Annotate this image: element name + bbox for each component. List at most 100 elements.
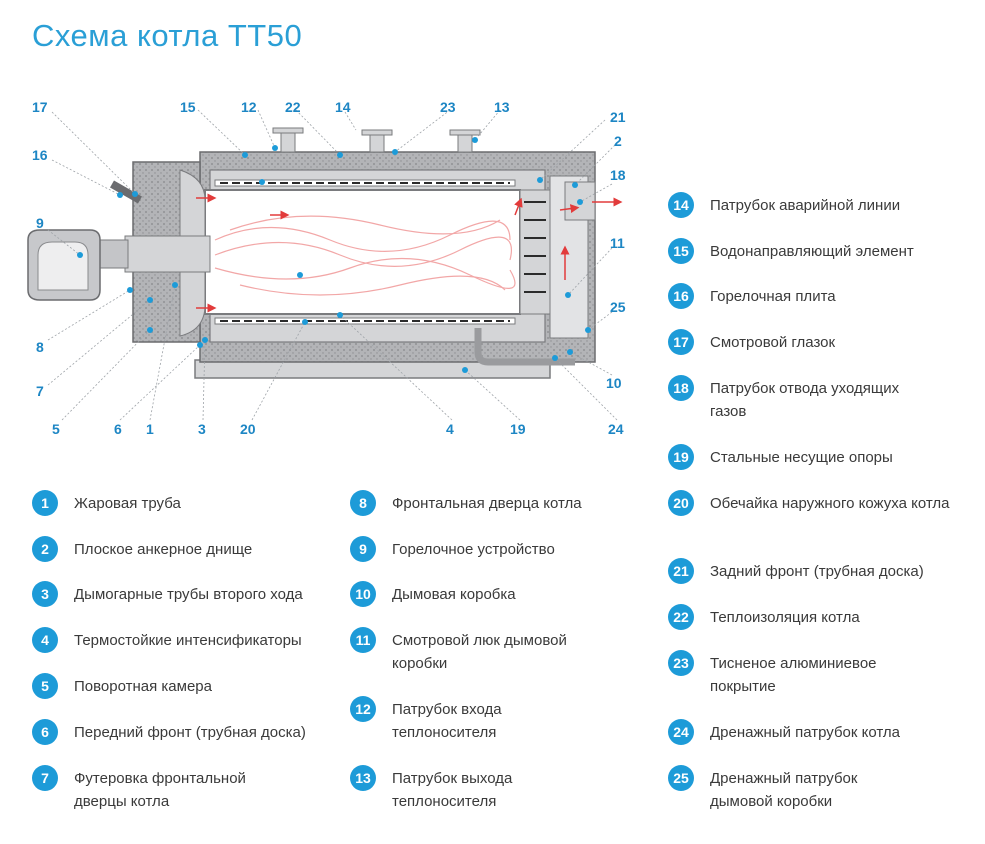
legend-badge: 2 <box>32 536 58 562</box>
legend-label: Тисненое алюминиевое покрытие <box>710 655 877 695</box>
callout-10: 10 <box>606 375 622 391</box>
callout-numbers: 17 15 12 22 14 23 13 21 2 16 18 9 11 25 … <box>32 99 626 437</box>
callout-21: 21 <box>610 109 626 125</box>
legend-label: Патрубок аварийной линии <box>710 197 901 214</box>
legend-item: 19 Стальные несущие опоры <box>668 444 980 470</box>
legend-label: Дымогарные трубы второго хода <box>74 586 303 603</box>
legend-item: 4 Термостойкие интенсификаторы <box>32 627 344 653</box>
legend-badge: 7 <box>32 765 58 791</box>
legend-label: Передний фронт (трубная доска) <box>74 724 306 741</box>
legend-badge: 11 <box>350 627 376 653</box>
legend-label: Футеровка фронтальной дверцы котла <box>74 770 246 810</box>
legend-item: 6 Передний фронт (трубная доска) <box>32 719 344 745</box>
legend-badge: 24 <box>668 719 694 745</box>
legend-badge: 17 <box>668 329 694 355</box>
callout-15: 15 <box>180 99 196 115</box>
legend-badge: 21 <box>668 558 694 584</box>
legend-label: Стальные несущие опоры <box>710 449 893 466</box>
legend-item: 2 Плоское анкерное днище <box>32 536 344 562</box>
callout-6: 6 <box>114 421 122 437</box>
legend-label: Дымовая коробка <box>392 586 516 603</box>
legend-badge: 19 <box>668 444 694 470</box>
legend-label: Дренажный патрубок дымовой коробки <box>710 770 858 810</box>
callout-17: 17 <box>32 99 48 115</box>
page-title: Схема котла ТТ50 <box>32 18 303 53</box>
callout-dots <box>77 137 591 373</box>
callout-4: 4 <box>446 421 454 437</box>
gas-flow-arrows <box>196 193 623 313</box>
legend-label: Дренажный патрубок котла <box>710 724 901 741</box>
legend-label: Патрубок выхода теплоносителя <box>392 770 513 810</box>
legend-item: 5 Поворотная камера <box>32 673 344 699</box>
callout-12: 12 <box>241 99 257 115</box>
callout-19: 19 <box>510 421 526 437</box>
legend-badge: 23 <box>668 650 694 676</box>
callout-23: 23 <box>440 99 456 115</box>
legend-badge: 22 <box>668 604 694 630</box>
legend-badge: 13 <box>350 765 376 791</box>
legend-label: Теплоизоляция котла <box>710 609 860 626</box>
legend-badge: 6 <box>32 719 58 745</box>
legend-badge: 18 <box>668 375 694 401</box>
legend-label: Фронтальная дверца котла <box>392 495 582 512</box>
legend-item: 16 Горелочная плита <box>668 283 980 309</box>
legend-badge: 14 <box>668 192 694 218</box>
legend-item: 12 Патрубок входа теплоносителя <box>350 696 542 744</box>
legend-label: Патрубок отвода уходящих газов <box>710 380 900 420</box>
legend-label: Патрубок входа теплоносителя <box>392 701 502 741</box>
legend-item: 13 Патрубок выхода теплоносителя <box>350 765 542 813</box>
legend-label: Жаровая труба <box>74 495 181 512</box>
callout-1: 1 <box>146 421 154 437</box>
legend-badge: 12 <box>350 696 376 722</box>
callout-25: 25 <box>610 299 626 315</box>
legend-badge: 9 <box>350 536 376 562</box>
legend-item: 7 Футеровка фронтальной дверцы котла <box>32 765 294 813</box>
legend-item: 14 Патрубок аварийной линии <box>668 192 980 218</box>
legend-label: Горелочная плита <box>710 288 836 305</box>
callout-7: 7 <box>36 383 44 399</box>
legend-item: 23 Тисненое алюминиевое покрытие <box>668 650 920 698</box>
callout-2: 2 <box>614 133 622 149</box>
legend-badge: 15 <box>668 238 694 264</box>
legend-item: 17 Смотровой глазок <box>668 329 980 355</box>
legend-badge: 1 <box>32 490 58 516</box>
boiler-body <box>27 127 596 379</box>
legend-label: Плоское анкерное днище <box>74 541 253 558</box>
legend-badge: 3 <box>32 581 58 607</box>
callout-5: 5 <box>52 421 60 437</box>
legend-item: 3 Дымогарные трубы второго хода <box>32 581 344 607</box>
callout-22: 22 <box>285 99 301 115</box>
legend-label: Смотровой люк дымовой коробки <box>392 632 567 672</box>
callout-3: 3 <box>198 421 206 437</box>
legend-label: Поворотная камера <box>74 678 212 695</box>
legend-badge: 5 <box>32 673 58 699</box>
callout-18: 18 <box>610 167 626 183</box>
legend-badge: 25 <box>668 765 694 791</box>
legend-item: 11 Смотровой люк дымовой коробки <box>350 627 607 675</box>
legend-label: Задний фронт (трубная доска) <box>710 563 924 580</box>
flame <box>214 215 516 296</box>
callout-11: 11 <box>610 235 625 251</box>
legend-label: Смотровой глазок <box>710 334 836 351</box>
legend-item: 20 Обечайка наружного кожуха котла <box>668 490 955 516</box>
legend-item: 8 Фронтальная дверца котла <box>350 490 632 516</box>
legend-badge: 4 <box>32 627 58 653</box>
callout-13: 13 <box>494 99 510 115</box>
legend-item: 9 Горелочное устройство <box>350 536 632 562</box>
legend-item: 15 Водонаправляющий элемент <box>668 238 980 264</box>
legend-badge: 10 <box>350 581 376 607</box>
legend-item: 25 Дренажный патрубок дымовой коробки <box>668 765 910 813</box>
callout-24: 24 <box>608 421 624 437</box>
callout-20: 20 <box>240 421 256 437</box>
legend-badge: 16 <box>668 283 694 309</box>
legend-item: 18 Патрубок отвода уходящих газов <box>668 375 930 423</box>
legend-badge: 8 <box>350 490 376 516</box>
callout-16: 16 <box>32 147 48 163</box>
leader-lines <box>47 109 618 421</box>
legend-item: 22 Теплоизоляция котла <box>668 604 980 630</box>
callout-14: 14 <box>335 99 351 115</box>
legend-item: 1 Жаровая труба <box>32 490 344 516</box>
legend-label: Водонаправляющий элемент <box>710 243 914 260</box>
legend-item: 24 Дренажный патрубок котла <box>668 719 980 745</box>
boiler-diagram: 17 15 12 22 14 23 13 21 2 16 18 9 11 25 … <box>27 99 626 437</box>
